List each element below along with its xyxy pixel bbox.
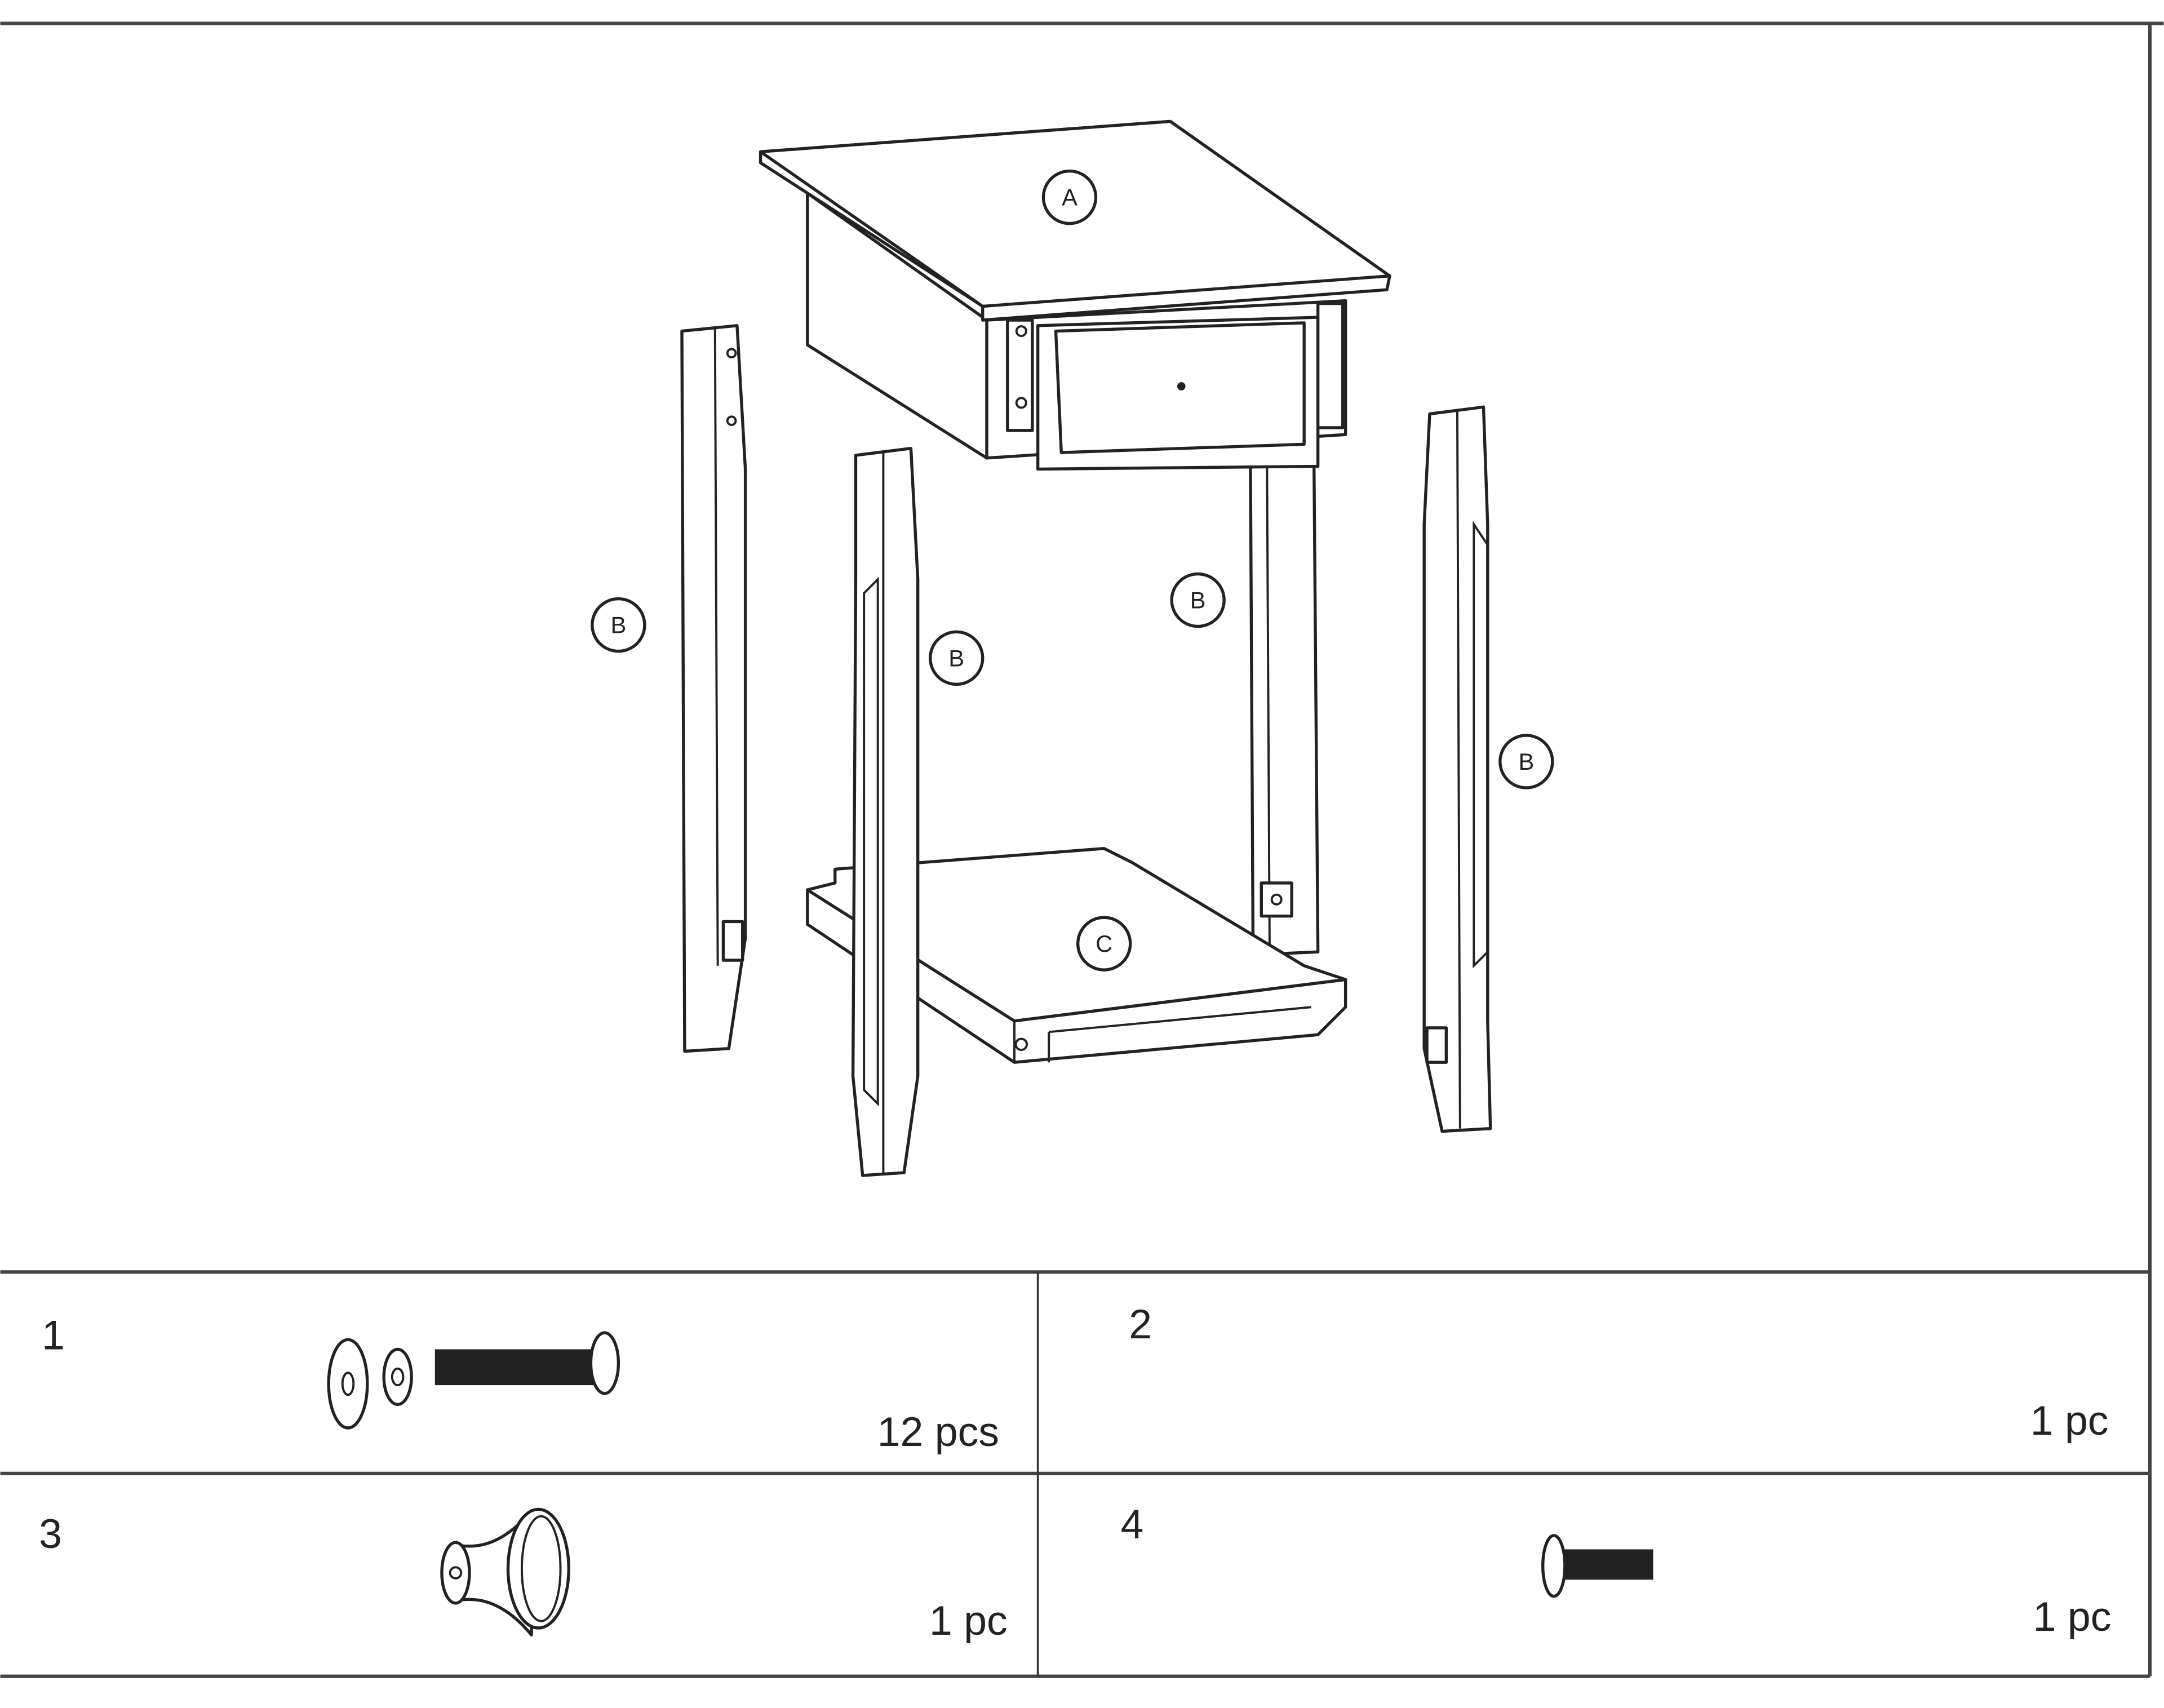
bolt-washer-icon <box>327 1331 620 1430</box>
exploded-table-diagram: A B B B B C <box>591 119 1554 1177</box>
screw-icon <box>1541 1534 1653 1598</box>
svg-text:4: 4 <box>1121 1501 1144 1547</box>
part-c-shelf <box>806 847 1347 1064</box>
hardware-table: 1 12 pcs 2 1 pc 3 <box>0 1270 2150 1678</box>
svg-text:B: B <box>948 645 964 671</box>
hardware-item-3: 3 1 pc <box>39 1507 1008 1644</box>
svg-text:B: B <box>1518 748 1534 775</box>
label-c: C <box>1076 916 1132 971</box>
svg-text:12 pcs: 12 pcs <box>877 1409 999 1455</box>
label-b-2: B <box>928 630 985 686</box>
leg-right <box>1422 405 1492 1133</box>
allen-key-icon <box>1484 1304 1736 1432</box>
knob-icon <box>440 1507 570 1636</box>
label-b-4: B <box>1498 734 1554 789</box>
svg-text:1: 1 <box>42 1312 65 1358</box>
leg-front <box>851 447 920 1177</box>
label-a: A <box>1041 169 1098 225</box>
svg-text:1 pc: 1 pc <box>929 1598 1008 1644</box>
svg-text:1 pc: 1 pc <box>2030 1398 2109 1444</box>
hardware-item-4: 4 1 pc <box>1121 1501 2112 1640</box>
svg-text:3: 3 <box>39 1511 62 1557</box>
hardware-item-1: 1 12 pcs <box>42 1312 999 1454</box>
label-b-1: B <box>591 597 646 653</box>
svg-text:C: C <box>1096 930 1112 957</box>
svg-text:A: A <box>1062 184 1077 211</box>
svg-text:1 pc: 1 pc <box>2033 1594 2112 1640</box>
leg-left <box>680 324 747 1053</box>
svg-text:B: B <box>1190 587 1206 614</box>
svg-text:2: 2 <box>1129 1301 1152 1347</box>
svg-text:B: B <box>610 612 626 638</box>
label-b-3: B <box>1170 572 1226 628</box>
leg-back-right <box>1248 437 1320 956</box>
hardware-item-2: 2 1 pc <box>1129 1301 2108 1444</box>
